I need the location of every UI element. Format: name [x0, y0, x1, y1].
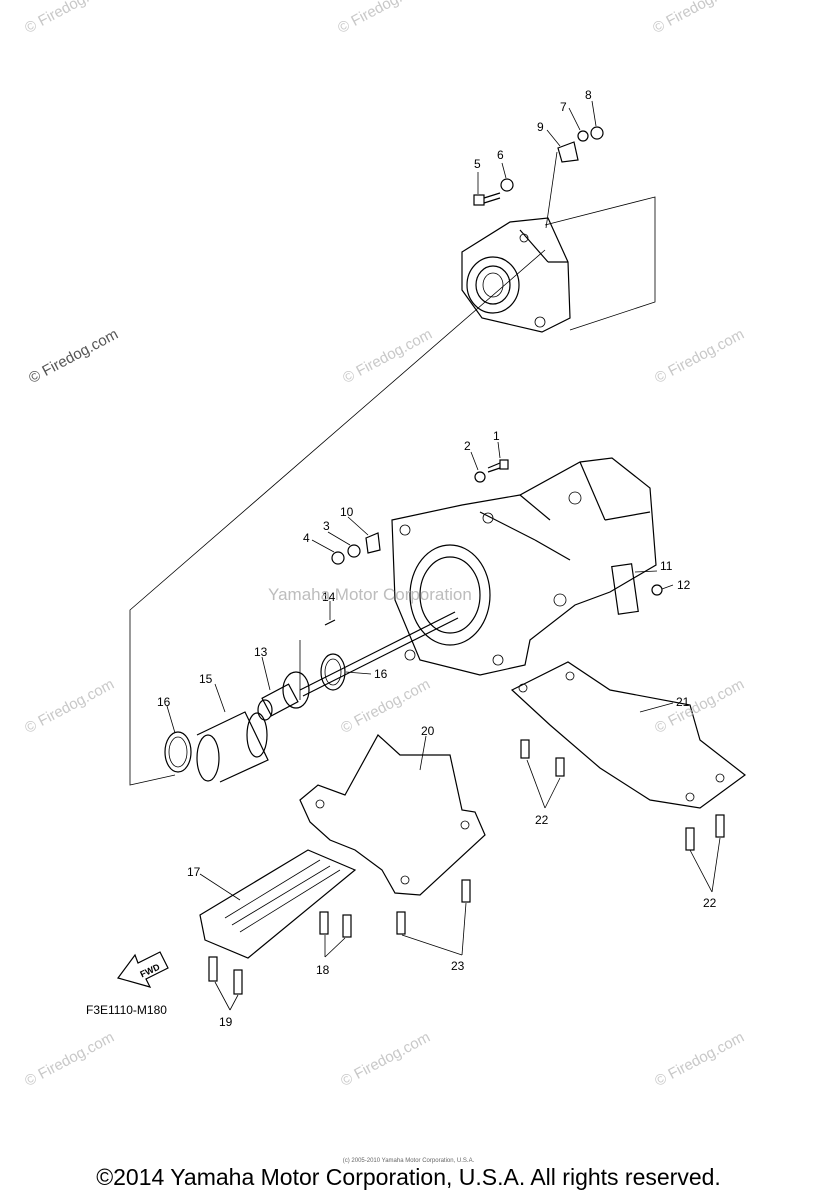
copyright-footer: ©2014 Yamaha Motor Corporation, U.S.A. A…	[96, 1164, 721, 1190]
bolts-22-lower	[685, 814, 725, 851]
washer-7	[577, 130, 589, 142]
plate-21	[510, 661, 746, 809]
callout-14: 14	[322, 590, 336, 604]
callout-7: 7	[560, 100, 567, 114]
callout-4: 4	[303, 531, 310, 545]
upper-housing	[461, 217, 571, 333]
cover-20	[299, 734, 486, 896]
callout-2: 2	[464, 439, 471, 453]
bracket-9	[557, 141, 579, 163]
screw-12	[651, 584, 663, 596]
part-13	[257, 671, 310, 721]
bolts-23	[396, 879, 471, 935]
washer-2	[474, 471, 486, 483]
callout-17: 17	[187, 865, 201, 879]
bracket-10	[365, 532, 381, 554]
callout-8: 8	[585, 88, 592, 102]
callout-13: 13	[254, 645, 268, 659]
callout-5: 5	[474, 157, 481, 171]
leader-lines	[166, 100, 721, 1011]
callout-10: 10	[340, 505, 354, 519]
hose-15	[196, 711, 269, 783]
callout-3: 3	[323, 519, 330, 533]
callout-22-left: 22	[535, 813, 549, 827]
callout-23: 23	[451, 959, 465, 973]
callout-9: 9	[537, 120, 544, 134]
clamp-16-lower	[164, 731, 192, 773]
callout-18: 18	[316, 963, 330, 977]
center-watermark: Yamaha Motor Corporation	[268, 585, 472, 604]
jet-pump-housing	[391, 457, 657, 676]
callout-11: 11	[660, 559, 673, 573]
clamp-16-upper	[320, 653, 346, 691]
plate-11	[611, 563, 639, 615]
nut-4	[331, 551, 345, 565]
bolts-19	[208, 956, 243, 995]
callout-16-lower: 16	[157, 695, 171, 709]
washer-3	[347, 544, 361, 558]
callout-15: 15	[199, 672, 213, 686]
callout-22-right: 22	[703, 896, 717, 910]
fwd-arrow: FWD	[117, 951, 169, 988]
nut-8	[590, 126, 604, 140]
grate-17	[199, 849, 357, 959]
bolt-1	[487, 459, 509, 473]
callout-1: 1	[493, 429, 500, 443]
diagram-code: F3E1110-M180	[86, 1003, 167, 1017]
bolts-18	[319, 911, 352, 938]
callout-6: 6	[497, 148, 504, 162]
callout-19: 19	[219, 1015, 233, 1029]
callout-16-upper: 16	[374, 667, 388, 681]
tiny-notice: (c) 2005-2010 Yamaha Motor Corporation, …	[342, 1158, 475, 1164]
callout-21: 21	[676, 695, 690, 709]
washer-6	[500, 178, 514, 192]
callout-12: 12	[677, 578, 691, 592]
bolt-5	[473, 192, 501, 206]
callout-20: 20	[421, 724, 435, 738]
screw-14	[324, 619, 336, 626]
bolts-22-upper	[520, 739, 565, 777]
